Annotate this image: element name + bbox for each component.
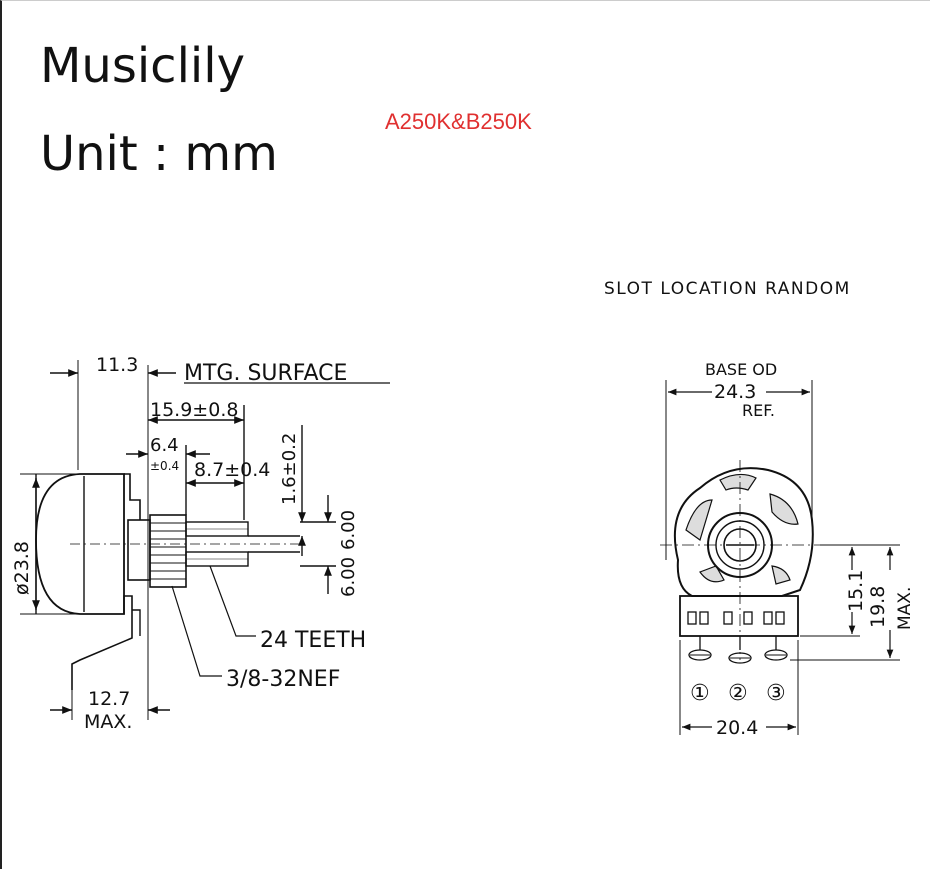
ref-label: REF. [742,401,775,420]
dim-8-7: 8.7±0.4 [194,459,270,481]
dim-24-3: 24.3 [714,381,756,403]
mount-bracket [124,473,141,520]
dim-6-4-tolerance: ±0.4 [150,459,179,473]
terminal-plate [679,595,799,637]
dim-6-00-top: 6.00 [338,510,359,550]
thread-label: 3/8-32NEF [226,667,340,692]
max-label: MAX. [895,587,915,630]
dim-12-7: 12.7 [88,688,130,710]
unit-label: Unit : mm [40,126,278,182]
threaded-shaft [149,514,187,588]
dim-diameter: ø23.8 [11,541,33,595]
base-od-label: BASE OD [705,360,777,379]
terminal-3-label: ③ [766,681,786,706]
model-label: A250K&B250K [385,109,532,134]
dim-15-9: 15.9±0.8 [150,399,238,421]
teeth-label: 24 TEETH [260,628,366,653]
terminal-1-label: ① [690,681,710,706]
terminal-pins [687,611,788,664]
dim-12-7-max: MAX. [84,711,132,733]
knurled-shaft [185,521,300,567]
bushing [127,519,151,581]
brand-title: Musiclily [40,38,245,94]
dim-6-4: 6.4 [150,435,179,456]
dim-1-6: 1.6±0.2 [279,433,300,505]
dim-15-1: 15.1 [845,570,867,612]
terminal-tab [71,595,133,690]
terminal-2-label: ② [728,681,748,706]
side-view [20,360,390,720]
dim-19-8: 19.8 [867,586,889,628]
dim-20-4: 20.4 [716,717,758,739]
dim-11-3: 11.3 [96,354,138,376]
front-view [660,380,900,735]
dim-6-00-bottom: 6.00 [338,557,359,597]
slot-location-note: SLOT LOCATION RANDOM [604,279,851,299]
mtg-surface-label: MTG. SURFACE [184,361,347,386]
